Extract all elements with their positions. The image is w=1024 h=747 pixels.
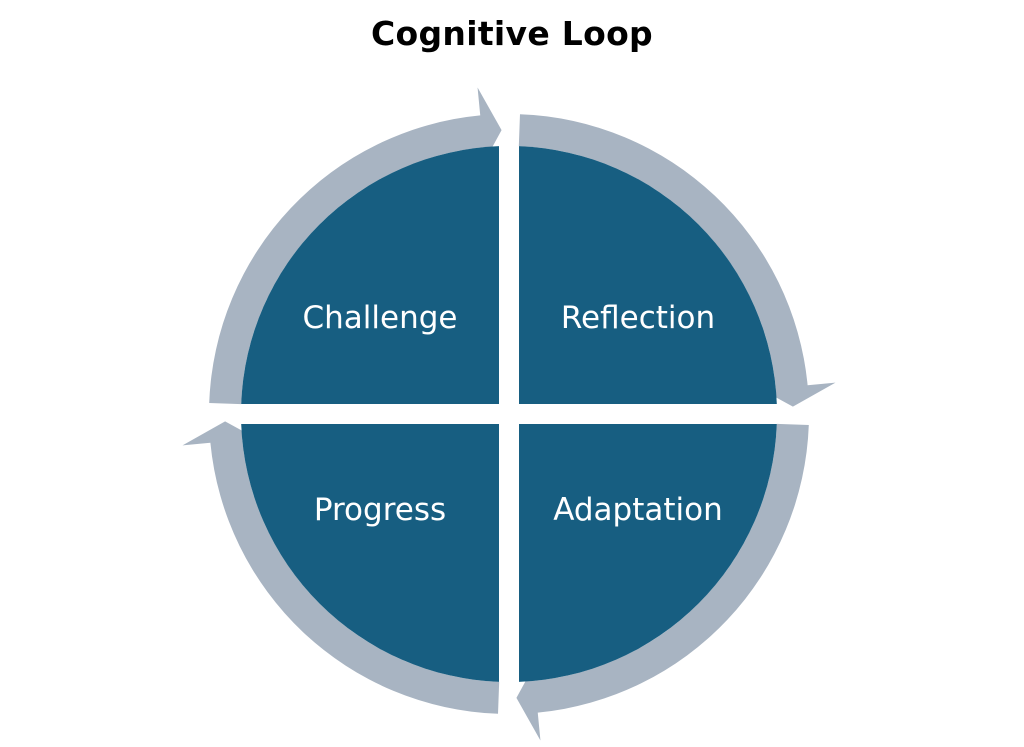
quadrant-label-adaptation: Adaptation <box>553 492 723 528</box>
arrow-reflection-to-adaptation <box>518 114 836 407</box>
quadrant-reflection <box>519 146 777 404</box>
arrow-challenge-to-reflection <box>209 87 502 405</box>
quadrant-label-challenge: Challenge <box>303 300 458 336</box>
quadrant-label-progress: Progress <box>314 492 446 528</box>
arrow-adaptation-to-progress <box>516 423 809 741</box>
quadrant-adaptation <box>519 424 777 682</box>
quadrants <box>241 146 777 682</box>
arrow-progress-to-challenge <box>182 421 500 714</box>
quadrant-progress <box>241 424 499 682</box>
cycle-arrows <box>182 87 836 741</box>
diagram-title: Cognitive Loop <box>371 14 653 53</box>
quadrant-label-reflection: Reflection <box>561 300 715 336</box>
quadrant-challenge <box>241 146 499 404</box>
quadrant-labels: Challenge Reflection Adaptation Progress <box>303 300 723 528</box>
